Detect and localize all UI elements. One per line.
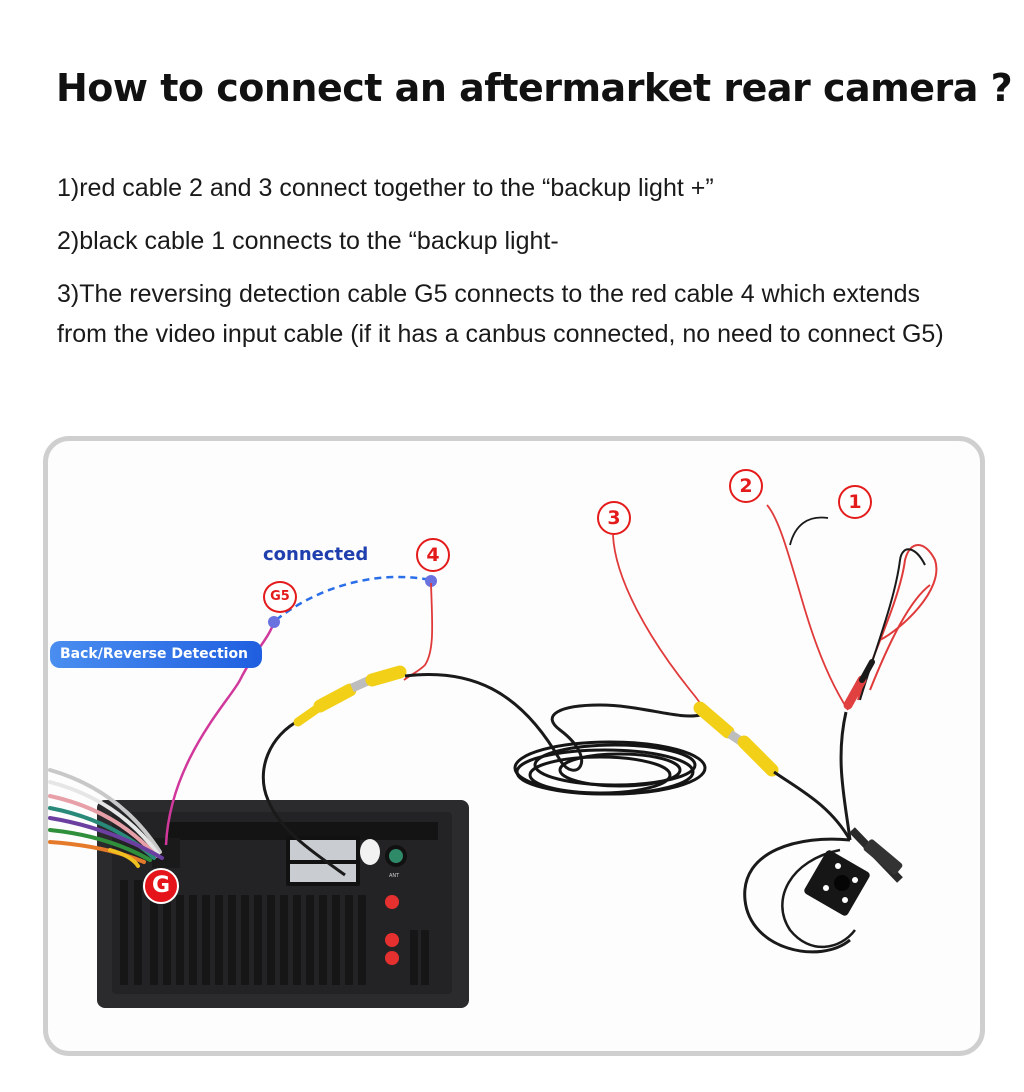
marker-4: 4 [416, 538, 450, 572]
cable-4-endpoint [425, 575, 437, 587]
connected-dashed-link [275, 575, 431, 621]
marker-3: 3 [597, 501, 631, 535]
video-input-cable [261, 718, 346, 877]
instruction-step-1: 1)red cable 2 and 3 connect together to … [57, 174, 714, 202]
page-title: How to connect an aftermarket rear camer… [56, 66, 1013, 110]
black-cable-1 [789, 516, 829, 546]
power-cable-bundle [857, 544, 938, 701]
red-cable-3 [612, 534, 709, 716]
g5-wire [164, 621, 276, 846]
instruction-step-2: 2)black cable 1 connects to the “backup … [57, 227, 559, 255]
cable-coil [513, 740, 707, 796]
marker-2: 2 [729, 469, 763, 503]
head-unit: ANT [97, 800, 469, 1008]
marker-g5: G5 [263, 581, 297, 613]
ant-port-label: ANT [389, 873, 400, 879]
instructions-list: 1)red cable 2 and 3 connect together to … [57, 168, 957, 354]
camera-cable-loop [743, 837, 851, 954]
connected-label: connected [263, 544, 369, 565]
g5-endpoint [268, 616, 280, 628]
wiring-harness [48, 768, 164, 868]
extension-cable [404, 672, 701, 772]
instruction-step-3: 3)The reversing detection cable G5 conne… [57, 280, 944, 348]
rca-connector-left [293, 665, 407, 727]
red-cable-4 [403, 582, 434, 681]
marker-1: 1 [838, 485, 872, 519]
marker-g: G [143, 868, 179, 904]
red-cable-2 [766, 504, 849, 711]
back-reverse-detection-badge: Back/Reverse Detection [50, 641, 263, 668]
rear-camera [804, 827, 903, 916]
rca-connector-right [693, 701, 779, 777]
